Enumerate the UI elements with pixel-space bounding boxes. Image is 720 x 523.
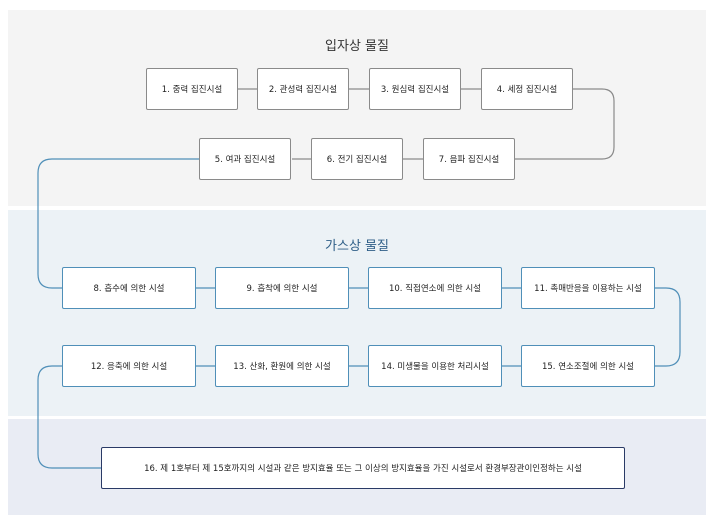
facility-7: 7. 음파 집진시설 (423, 138, 515, 180)
facility-6: 6. 전기 집진시설 (311, 138, 403, 180)
facility-11: 11. 촉매반응을 이용하는 시설 (521, 267, 655, 309)
facility-1: 1. 중력 집진시설 (146, 68, 238, 110)
connector-11-15 (655, 287, 681, 367)
facility-10: 10. 직접연소에 의한 시설 (368, 267, 502, 309)
connector-4-7 (515, 88, 615, 160)
facility-2: 2. 관성력 집진시설 (257, 68, 349, 110)
facility-14: 14. 미생물을 이용한 처리시설 (368, 345, 502, 387)
facility-13: 13. 산화, 환원에 의한 시설 (215, 345, 349, 387)
facility-15: 15. 연소조절에 의한 시설 (521, 345, 655, 387)
facility-3: 3. 원심력 집진시설 (369, 68, 461, 110)
facility-8: 8. 흡수에 의한 시설 (62, 267, 196, 309)
facility-4: 4. 세정 집진시설 (481, 68, 573, 110)
facility-16: 16. 제 1호부터 제 15호까지의 시설과 같은 방지효율 또는 그 이상의… (101, 447, 625, 489)
facility-12: 12. 응축에 의한 시설 (62, 345, 196, 387)
facility-9: 9. 흡착에 의한 시설 (215, 267, 349, 309)
gaseous-title: 가스상 물질 (325, 239, 389, 254)
particulate-title: 입자상 물질 (325, 39, 389, 54)
connector-12-16 (37, 365, 101, 469)
connector-5-8 (37, 158, 199, 289)
facility-5: 5. 여과 집진시설 (199, 138, 291, 180)
